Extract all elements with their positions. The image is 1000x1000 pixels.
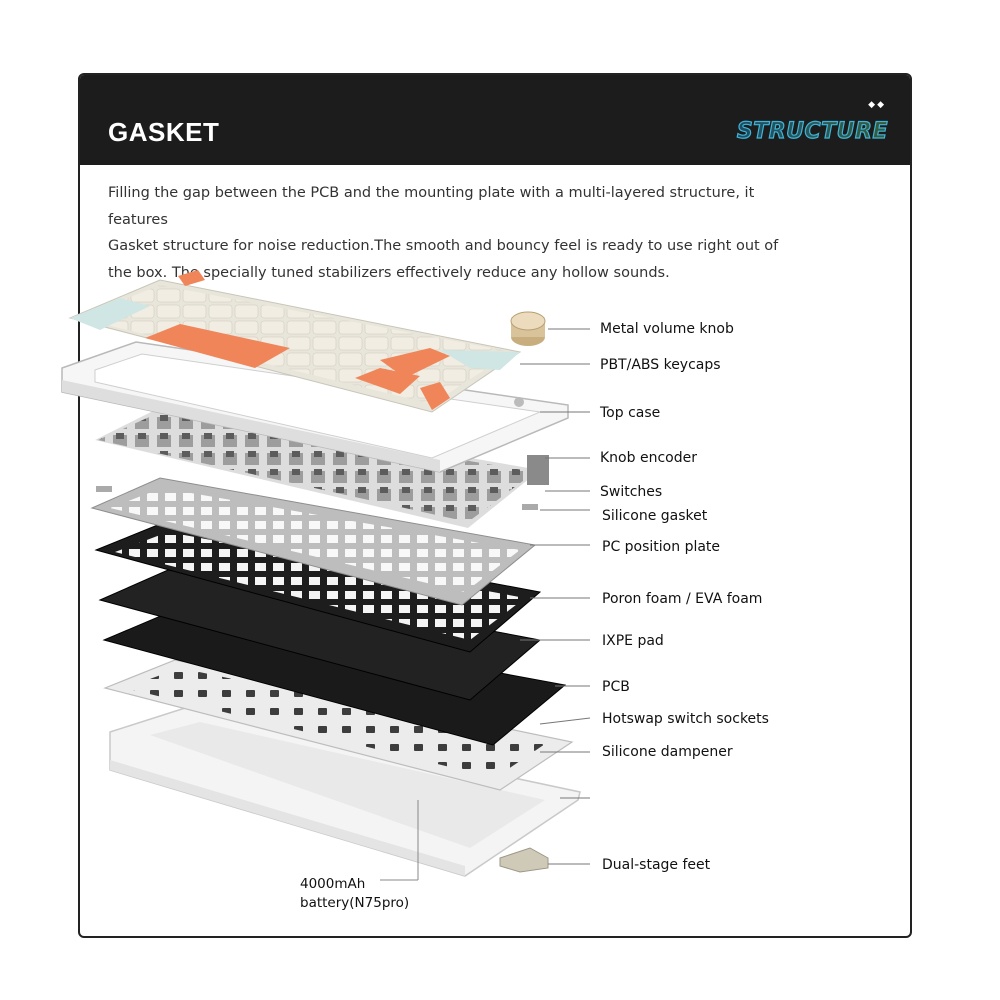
description-line: Filling the gap between the PCB and the …: [108, 185, 755, 228]
label-dual-stage-feet: Dual-stage feet: [602, 857, 711, 873]
label-silicone-gasket: Silicone gasket: [602, 508, 708, 524]
label-ixpe-pad: IXPE pad: [602, 633, 664, 649]
page-title: GASKET: [108, 117, 220, 147]
label-metal-volume-knob: Metal volume knob: [600, 321, 734, 337]
battery-label: 4000mAh battery(N75pro): [300, 875, 409, 913]
description-line: Gasket structure for noise reduction.The…: [108, 238, 779, 254]
label-poron-foam: Poron foam / EVA foam: [602, 591, 763, 607]
battery-model: battery(N75pro): [300, 895, 410, 911]
description-text: Filling the gap between the PCB and the …: [108, 180, 788, 286]
battery-capacity: 4000mAh: [300, 876, 366, 892]
label-silicone-dampener: Silicone dampener: [602, 744, 733, 760]
label-pc-position-plate: PC position plate: [602, 539, 721, 555]
card-header: GASKET ◆◆ STRUCTURE STRUCTURE: [80, 75, 910, 165]
description-line: the box. The specially tuned stabilizers…: [108, 264, 670, 281]
gasket-structure-card: GASKET ◆◆ STRUCTURE STRUCTURE Filling th…: [78, 73, 912, 938]
label-switches: Switches: [600, 484, 663, 500]
structure-badge-fill: STRUCTURE: [736, 119, 888, 144]
label-knob-encoder: Knob encoder: [600, 450, 697, 466]
label-keycaps: PBT/ABS keycaps: [600, 357, 721, 373]
structure-badge: STRUCTURE: [736, 118, 888, 144]
label-top-case: Top case: [600, 405, 661, 421]
label-hotswap-sockets: Hotswap switch sockets: [602, 711, 769, 727]
label-pcb: PCB: [602, 679, 630, 695]
diamond-dots-icon: ◆◆: [868, 99, 886, 109]
